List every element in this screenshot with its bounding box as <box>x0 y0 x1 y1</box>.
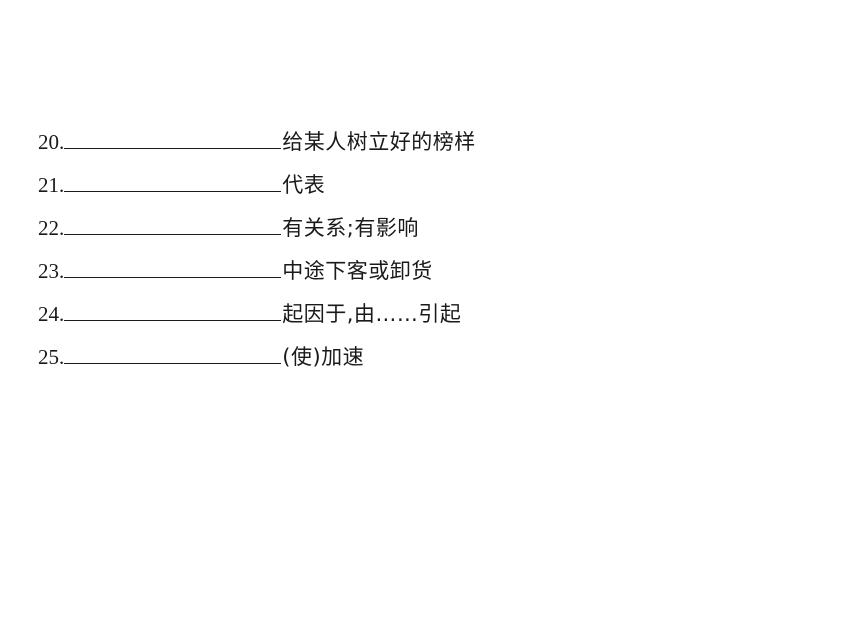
exercise-item-21: 21. 代表 <box>38 169 476 212</box>
item-number: 22. <box>38 216 65 240</box>
answer-blank[interactable] <box>64 126 282 149</box>
item-number: 23. <box>38 259 65 283</box>
exercise-item-25: 25. (使)加速 <box>38 341 476 384</box>
item-meaning: 起因于,由……引起 <box>282 302 462 326</box>
exercise-item-22: 22. 有关系;有影响 <box>38 212 476 255</box>
item-meaning: 代表 <box>282 173 326 197</box>
item-meaning: 有关系;有影响 <box>282 216 419 240</box>
item-number: 25. <box>38 345 65 369</box>
answer-blank[interactable] <box>64 212 282 235</box>
exercise-item-24: 24. 起因于,由……引起 <box>38 298 476 341</box>
answer-blank[interactable] <box>64 341 282 364</box>
item-number: 20. <box>38 130 65 154</box>
item-meaning: 给某人树立好的榜样 <box>282 130 476 154</box>
answer-blank[interactable] <box>64 255 282 278</box>
item-meaning: 中途下客或卸货 <box>282 259 433 283</box>
answer-blank[interactable] <box>64 298 282 321</box>
exercise-list: 20. 给某人树立好的榜样 21. 代表 22. 有关系;有影响 23. 中途下… <box>38 126 476 384</box>
exercise-item-20: 20. 给某人树立好的榜样 <box>38 126 476 169</box>
item-number: 24. <box>38 302 65 326</box>
answer-blank[interactable] <box>64 169 282 192</box>
item-number: 21. <box>38 173 65 197</box>
exercise-item-23: 23. 中途下客或卸货 <box>38 255 476 298</box>
item-meaning: (使)加速 <box>282 345 365 369</box>
